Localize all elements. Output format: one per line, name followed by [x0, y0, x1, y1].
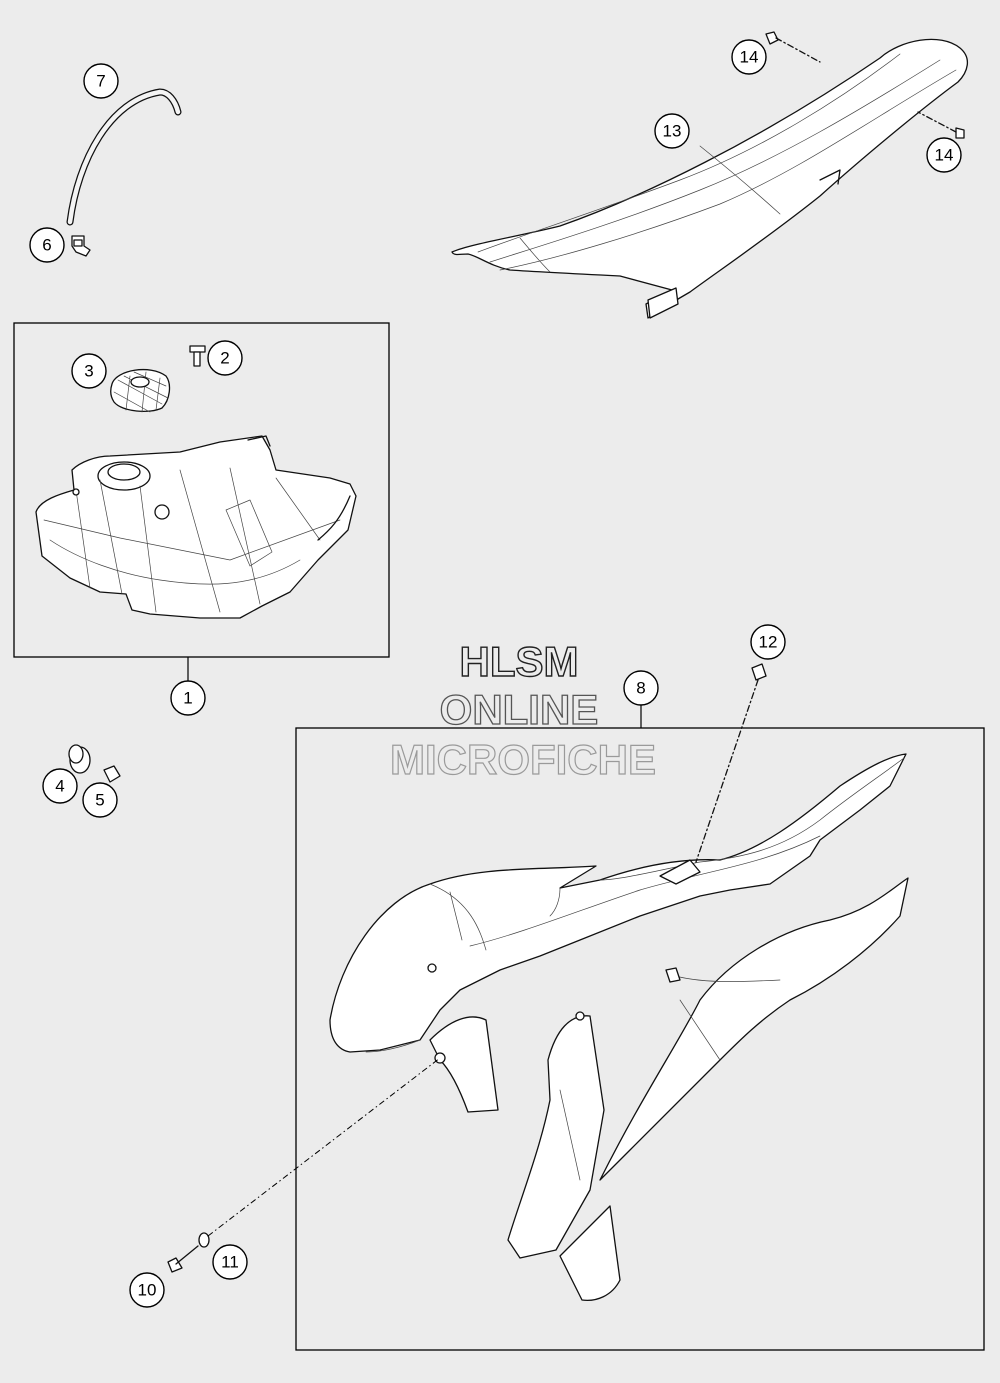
watermark-line3: MICROFICHE: [390, 736, 656, 783]
svg-text:14: 14: [740, 48, 759, 67]
callout-11: 11: [212, 1244, 248, 1280]
callout-10: 10: [129, 1272, 165, 1308]
tank-screw: [189, 345, 206, 367]
callout-12: 12: [750, 624, 786, 660]
spacer-bushing: [68, 744, 91, 774]
svg-text:2: 2: [220, 349, 229, 368]
svg-text:1: 1: [183, 689, 192, 708]
small-bolt: [103, 765, 121, 783]
callout-7: 7: [83, 63, 119, 99]
svg-text:12: 12: [759, 633, 778, 652]
svg-text:3: 3: [84, 362, 93, 381]
svg-text:14: 14: [935, 146, 954, 165]
watermark: HLSM ONLINE MICROFICHE: [389, 637, 656, 783]
callout-14-rear: 14: [926, 137, 962, 173]
fuel-tank: [35, 435, 357, 619]
callout-13: 13: [654, 113, 690, 149]
svg-text:6: 6: [42, 236, 51, 255]
svg-text:11: 11: [221, 1253, 239, 1272]
callout-5: 5: [82, 782, 118, 818]
dash-cover-mount: [207, 1057, 441, 1237]
callout-3: 3: [71, 353, 107, 389]
seat: [451, 38, 968, 319]
svg-text:13: 13: [663, 122, 682, 141]
svg-text:4: 4: [55, 777, 64, 796]
callout-1: 1: [170, 680, 206, 716]
callout-2: 2: [207, 340, 243, 376]
side-cover-left-upper: [329, 753, 907, 1053]
seat-bolt-rear: [917, 111, 965, 139]
fuel-hose: [66, 88, 182, 226]
side-cover-right: [507, 877, 909, 1302]
side-cover-left-lower: [429, 1016, 499, 1113]
cover-bolt-bottom: [167, 1245, 199, 1273]
svg-text:7: 7: [96, 72, 105, 91]
callout-8: 8: [623, 670, 659, 706]
cover-washer: [198, 1232, 210, 1248]
svg-text:10: 10: [138, 1281, 157, 1300]
seat-bolt-front: [765, 31, 821, 63]
callout-6: 6: [29, 227, 65, 263]
callout-14-front: 14: [731, 39, 767, 75]
svg-text:8: 8: [636, 679, 645, 698]
svg-text:5: 5: [95, 791, 104, 810]
tank-cap: [110, 368, 171, 413]
watermark-line1: HLSM: [460, 638, 579, 685]
callout-4: 4: [42, 768, 78, 804]
cover-bolt-top: [695, 663, 767, 863]
fuel-tank-group-box: [13, 322, 390, 658]
watermark-line2: ONLINE: [440, 686, 599, 733]
side-cover-group-box: [295, 727, 985, 1351]
hose-fitting: [71, 235, 91, 257]
